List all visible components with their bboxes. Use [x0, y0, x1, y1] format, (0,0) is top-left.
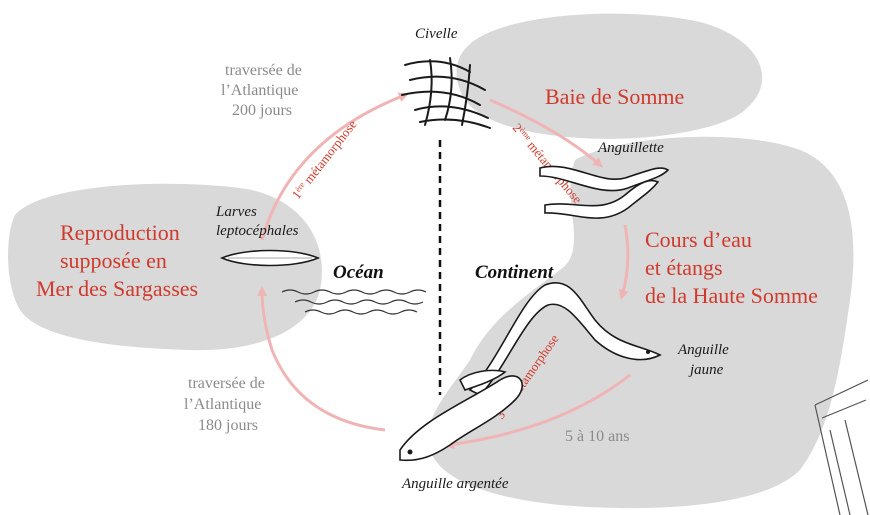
crossing-top-line3: 200 jours [232, 102, 292, 119]
anguille-jaune-illustration [468, 282, 662, 396]
reproduction-label-line3: Mer des Sargasses [36, 276, 198, 301]
baie-de-somme-land [456, 13, 763, 139]
anguille-argentee-label: Anguille argentée [401, 476, 509, 492]
ocean-label: Océan [333, 262, 384, 283]
anguille-jaune-label-line1: Anguille [677, 342, 729, 358]
cliff-sketch [814, 379, 869, 515]
reproduction-label-line1: Reproduction [60, 220, 180, 245]
arrow-larves-to-civelle [260, 92, 409, 241]
cours-label-line2: et étangs [645, 255, 723, 280]
anguille-jaune-label-line2: jaune [688, 362, 724, 378]
crossing-bottom-line1: traversée de [188, 375, 265, 392]
sargasso-land [8, 183, 322, 351]
anguillette-illustration [539, 165, 670, 219]
cours-label-line1: Cours d’eau [645, 227, 752, 252]
baie-de-somme-label: Baie de Somme [545, 84, 684, 109]
duration-label: 5 à 10 ans [565, 428, 629, 445]
crossing-bottom-line3: 180 jours [198, 417, 258, 434]
crossing-bottom-line2: l’Atlantique [184, 396, 261, 413]
civelle-label: Civelle [415, 26, 458, 42]
larves-label-line1: Larves [215, 204, 257, 220]
crossing-top-line1: traversée de [225, 62, 302, 79]
larve-illustration [219, 249, 321, 267]
arrow-jaune-to-argentee [444, 373, 631, 450]
first-metamorphosis-label: 1ère métamorphose [289, 117, 360, 202]
larves-label-line2: leptocéphales [216, 223, 299, 239]
arrow-anguillette-to-jaune [618, 224, 630, 300]
cycle-arrows [257, 92, 630, 432]
anguille-argentee-illustration [399, 369, 524, 462]
reproduction-label-line2: supposée en [60, 248, 167, 273]
arrow-argentee-to-larves [257, 286, 386, 432]
arrow-civelle-to-anguillette [489, 98, 604, 168]
ocean-waves [281, 289, 427, 315]
haute-somme-land [428, 136, 854, 509]
anguillette-label: Anguillette [597, 140, 664, 156]
crossing-top-line2: l’Atlantique [221, 82, 298, 99]
civelle-illustration [401, 57, 491, 129]
cours-label-line3: de la Haute Somme [645, 283, 818, 308]
continent-label: Continent [475, 262, 554, 283]
